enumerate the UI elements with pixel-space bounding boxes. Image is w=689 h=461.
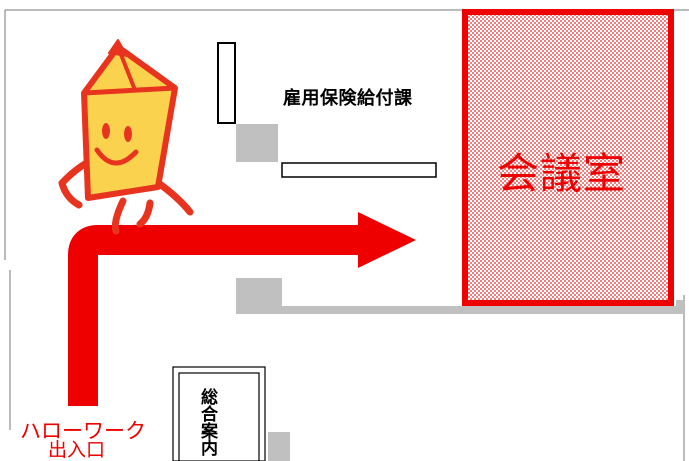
info-desk-inner [178,372,260,461]
meeting-room-label[interactable]: 会議室 [497,149,627,198]
pillar-bottom [268,432,290,461]
pillar-lower [236,278,282,314]
meeting-room[interactable] [462,9,674,306]
info-desk-label: 総合案内 [197,388,217,456]
entrance-label-line2: 出入口 [48,439,106,461]
pencil-mascot-icon [58,39,194,235]
pillar-upper [236,124,278,162]
insurance-desk-horizontal [281,162,437,178]
gray-walls [236,124,684,461]
entrance-label-line1: ハローワーク [20,419,146,443]
direction-arrow-icon [68,212,416,406]
corridor-wall-end [676,300,684,314]
corridor-wall [282,306,682,314]
insurance-section-label: 雇用保険給付課 [283,88,413,109]
insurance-desk-vertical [217,42,236,124]
